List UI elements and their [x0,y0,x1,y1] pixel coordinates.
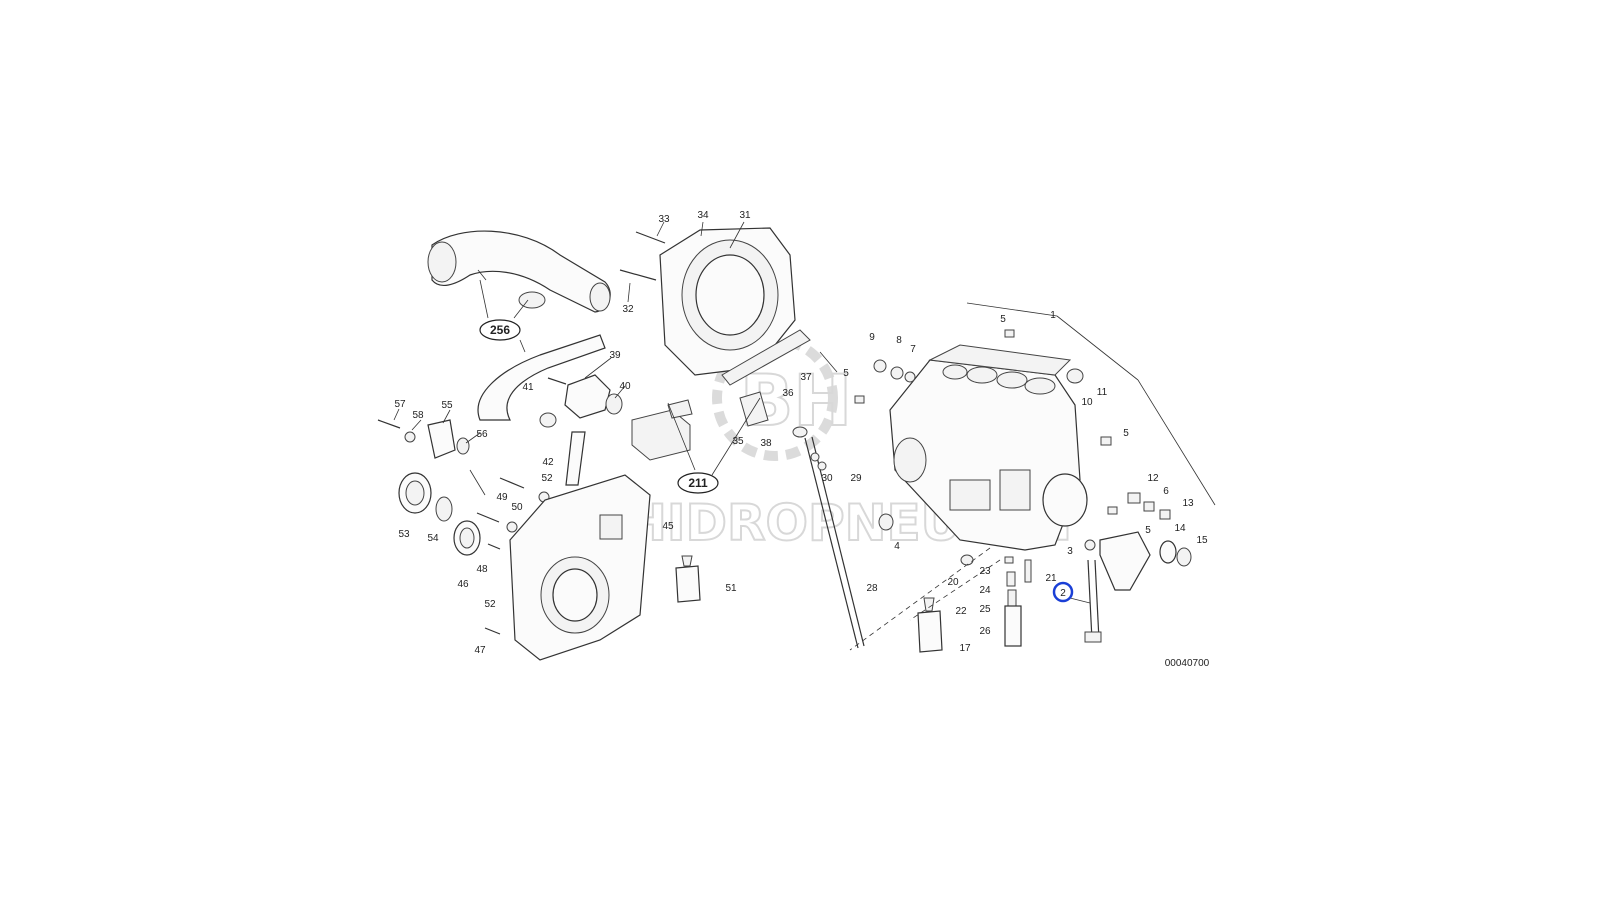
sealant-tubes [675,555,943,653]
part-callout[interactable]: 52 [541,473,553,484]
part-callout[interactable]: 28 [866,583,878,594]
part-callout[interactable]: 5 [843,368,849,379]
part-callout[interactable]: 47 [474,645,486,656]
part-callout[interactable]: 12 [1147,473,1159,484]
part-callout[interactable]: 53 [398,529,410,540]
group-callout-256[interactable]: 256 [479,319,521,341]
part-callout[interactable]: 4 [894,541,900,552]
part-callout[interactable]: 39 [609,350,621,361]
group-callout-256-label: 256 [490,323,510,337]
air-intake-hose [427,230,611,428]
part-callout[interactable]: 46 [457,579,469,590]
part-callout[interactable]: 31 [739,210,751,221]
part-callout[interactable]: 25 [979,604,991,615]
leader-lines [393,221,1216,604]
part-callout[interactable]: 15 [1196,535,1208,546]
part-callout[interactable]: 8 [896,335,902,346]
part-callout[interactable]: 6 [1163,486,1169,497]
part-callout[interactable]: 30 [821,473,833,484]
group-callout-211-label: 211 [688,476,708,490]
highlight-ring [1052,581,1074,603]
gear-case-cover [509,474,651,661]
part-callout[interactable]: 48 [476,564,488,575]
drawing-number: 00040700 [1165,658,1210,669]
part-callout[interactable]: 22 [955,606,967,617]
part-callout[interactable]: 7 [910,344,916,355]
part-callout[interactable]: 58 [412,410,424,421]
part-callout[interactable]: 54 [427,533,439,544]
dashed-guides [849,547,1001,651]
part-callout[interactable]: 26 [979,626,991,637]
part-callout[interactable]: 40 [619,381,631,392]
part-callout[interactable]: 14 [1174,523,1186,534]
part-callout[interactable]: 50 [511,502,523,513]
part-callout[interactable]: 33 [658,214,670,225]
part-callout[interactable]: 55 [441,400,453,411]
part-callout[interactable]: 17 [959,643,971,654]
part-callout[interactable]: 41 [522,382,534,393]
part-callout[interactable]: 35 [732,436,744,447]
part-callout[interactable]: 45 [662,521,674,532]
part-callout[interactable]: 21 [1045,573,1057,584]
part-callout[interactable]: 13 [1182,498,1194,509]
part-callout-highlighted[interactable]: 2 [1060,588,1066,599]
part-callout[interactable]: 51 [725,583,737,594]
engine-block [889,344,1088,551]
part-callout[interactable]: 5 [1123,428,1129,439]
part-callout[interactable]: 9 [869,332,875,343]
part-callout[interactable]: 56 [476,429,488,440]
part-callout[interactable]: 42 [542,457,554,468]
part-callout[interactable]: 10 [1081,397,1093,408]
part-callouts: 33 34 31 32 39 40 41 42 57 58 55 56 49 5… [394,210,1208,656]
part-callout[interactable]: 57 [394,399,406,410]
part-callout[interactable]: 20 [947,577,959,588]
part-callout[interactable]: 5 [1000,314,1006,325]
part-callout[interactable]: 38 [760,438,772,449]
part-callout[interactable]: 23 [979,566,991,577]
part-callout[interactable]: 37 [800,372,812,383]
part-callout[interactable]: 24 [979,585,991,596]
thermostat-housing [547,374,623,486]
part-callout[interactable]: 49 [496,492,508,503]
part-callout[interactable]: 1 [1050,310,1056,321]
group-callout-211[interactable]: 211 [677,472,719,494]
dipstick [792,426,865,649]
part-callout[interactable]: 52 [484,599,496,610]
part-callout[interactable]: 3 [1067,546,1073,557]
front-cover-parts [377,419,550,635]
part-callout[interactable]: 29 [850,473,862,484]
part-callout[interactable]: 5 [1145,525,1151,536]
part-callout[interactable]: 32 [622,304,634,315]
part-callout[interactable]: 34 [697,210,709,221]
flywheel-housing [619,227,811,386]
part-callout[interactable]: 36 [782,388,794,399]
part-callout[interactable]: 11 [1097,387,1108,398]
